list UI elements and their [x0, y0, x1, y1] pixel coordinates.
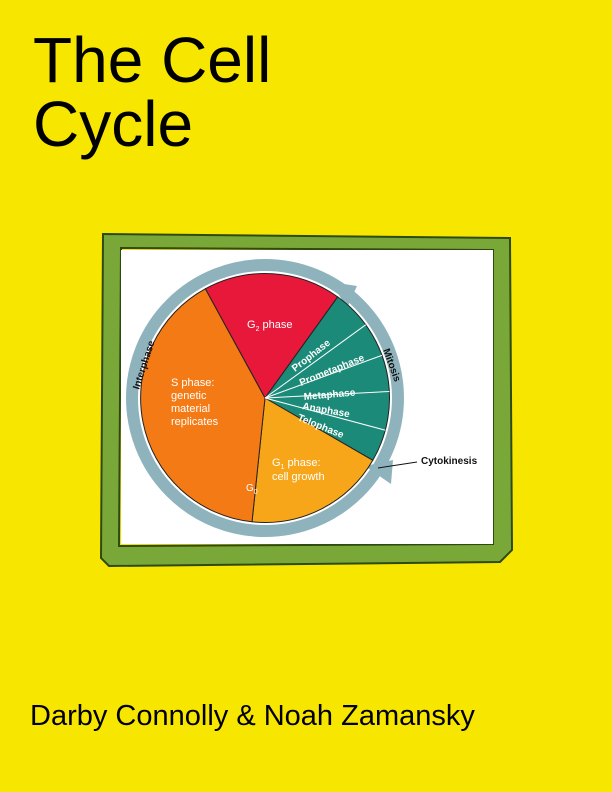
- cytokinesis-pointer: [377, 461, 418, 469]
- cycle-ring: [126, 259, 404, 537]
- g2-wedge: [204, 273, 339, 399]
- authors: Darby Connolly & Noah Zamansky: [30, 700, 475, 732]
- cycle-pie: [140, 273, 391, 523]
- mitosis-divider: [264, 391, 390, 399]
- stage-metaphase: Metaphase: [303, 387, 356, 403]
- g2-label: G2 phase: [247, 319, 293, 333]
- cell-cycle-diagram: Interphase Mitosis G2 phase S phase: gen…: [95, 228, 525, 573]
- s-phase-line-1: S phase:: [171, 377, 214, 389]
- cell-cycle-svg: Interphase Mitosis G2 phase S phase: gen…: [99, 232, 514, 568]
- mitosis-divider: [264, 354, 383, 399]
- s-phase-line-3: material: [171, 403, 210, 415]
- title-line-2: Cycle: [33, 88, 194, 160]
- cytokinesis-label: Cytokinesis: [421, 456, 478, 467]
- g1-wedge: [251, 397, 374, 523]
- s-wedge: [140, 288, 266, 523]
- g1-label-line-1: G1 phase:: [272, 457, 321, 471]
- cover-title: The Cell Cycle: [33, 28, 271, 156]
- ring-arrow-bottom: [365, 460, 393, 484]
- mitosis-divider: [264, 397, 386, 431]
- g0-label: G0: [246, 483, 258, 496]
- mitosis-wedge: [264, 296, 391, 461]
- title-line-1: The Cell: [33, 24, 272, 96]
- g1-label-line-2: cell growth: [272, 471, 325, 483]
- s-phase-line-2: genetic: [171, 390, 207, 402]
- s-phase-label: S phase: genetic material replicates: [171, 377, 219, 428]
- mitosis-divider: [264, 324, 366, 399]
- ring-arrow-top: [331, 282, 357, 308]
- s-phase-line-4: replicates: [171, 416, 219, 428]
